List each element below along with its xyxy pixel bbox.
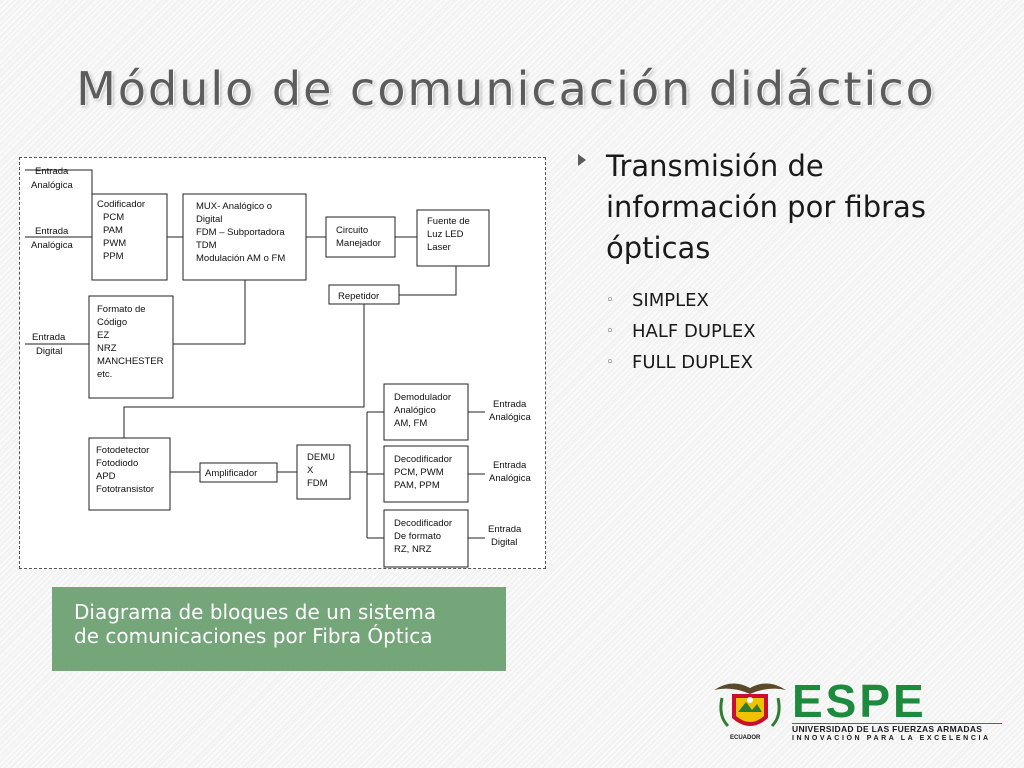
sub-bullet-list: ◦ SIMPLEX ◦ HALF DUPLEX ◦ FULL DUPLEX (576, 285, 996, 378)
block-decodificador-1 (383, 445, 469, 503)
label-salida-analogica-2: Entrada Analógica (489, 460, 531, 484)
block-circuito-manejador (325, 216, 396, 258)
block-decodificador-2-text: Decodificador De formato RZ, NRZ (394, 518, 455, 555)
block-mux-text: MUX- Analógico o Digital FDM – Subportad… (196, 201, 287, 264)
sub-bullet-full-duplex: ◦ FULL DUPLEX (576, 347, 996, 378)
block-fotodetector (88, 437, 171, 511)
line-mux-formato (173, 280, 246, 345)
block-decodificador-1-text: Decodificador PCM, PWM PAM, PPM (394, 454, 455, 491)
line-repetidor-fotodetector (123, 304, 365, 438)
block-demux (296, 444, 351, 500)
block-formato-codigo (88, 295, 174, 399)
block-demodulador (383, 383, 469, 441)
block-fuente-text: Fuente de Luz LED Laser (427, 216, 472, 253)
sub-bullet-half-duplex: ◦ HALF DUPLEX (576, 316, 996, 347)
block-repetidor-text: Repetidor (338, 291, 379, 302)
logo-university-name: UNIVERSIDAD DE LAS FUERZAS ARMADAS (792, 724, 983, 734)
bullet-main-line-2: información por fibras (606, 190, 926, 224)
block-fuente-luz (416, 209, 490, 267)
caption-line-2: de comunicaciones por Fibra Óptica (74, 624, 433, 648)
bullet-arrow-icon (578, 154, 586, 166)
seal-text: ECUADOR (730, 735, 761, 741)
block-demodulador-text: Demodulador Analógico AM, FM (394, 392, 454, 429)
block-circuito-text: Circuito Manejador (336, 225, 381, 249)
caption-line-1: Diagrama de bloques de un sistema (74, 600, 437, 624)
label-entrada-analogica-1: Entrada Analógica (31, 166, 73, 191)
block-diagram-svg: Codificador PCM PAM PWM PPM MUX- Analógi… (25, 166, 531, 568)
label-entrada-digital: Entrada Digital (32, 332, 68, 357)
label-salida-analogica-1: Entrada Analógica (489, 399, 531, 423)
block-demux-text: DEMU X FDM (307, 452, 338, 489)
circle-bullet-icon: ◦ (606, 355, 614, 370)
block-codificador (91, 193, 168, 281)
block-diagram: Codificador PCM PAM PWM PPM MUX- Analógi… (19, 157, 546, 569)
sub-bullet-simplex: ◦ SIMPLEX (576, 285, 996, 316)
bullet-list: Transmisión de información por fibras óp… (576, 146, 996, 378)
espe-logo: ECUADOR ESPE UNIVERSIDAD DE LAS FUERZAS … (708, 674, 1008, 746)
bullet-main: Transmisión de información por fibras óp… (576, 146, 996, 269)
logo-divider (792, 723, 1002, 724)
bullet-main-line-1: Transmisión de (606, 149, 824, 183)
label-salida-digital: Entrada Digital (488, 524, 524, 548)
bullet-main-line-3: ópticas (606, 231, 711, 265)
line-input-analog-1 (25, 169, 93, 194)
diagram-caption: Diagrama de bloques de un sistema de com… (52, 587, 506, 671)
sub-bullet-label: HALF DUPLEX (632, 321, 756, 342)
block-amplificador-text: Amplificador (205, 468, 257, 479)
espe-wordmark: ESPE (792, 675, 927, 727)
block-fotodetector-text: Fotodetector Fotodiodo APD Fototransisto… (96, 445, 154, 495)
circle-bullet-icon: ◦ (606, 293, 614, 308)
slide-title: Módulo de comunicación didáctico (76, 62, 936, 116)
university-seal-icon (714, 683, 786, 728)
line-fuente-repetidor (399, 266, 457, 296)
circle-bullet-icon: ◦ (606, 324, 614, 339)
label-entrada-analogica-2: Entrada Analógica (31, 226, 73, 251)
block-codificador-text: Codificador PCM PAM PWM PPM (97, 199, 148, 262)
sub-bullet-label: FULL DUPLEX (632, 352, 753, 373)
logo-motto: INNOVACIÓN PARA LA EXCELENCIA (792, 735, 991, 742)
block-decodificador-2 (383, 509, 469, 568)
sub-bullet-label: SIMPLEX (632, 290, 709, 311)
block-formato-text: Formato de Código EZ NRZ MANCHESTER etc. (97, 304, 166, 380)
block-mux (182, 193, 307, 281)
